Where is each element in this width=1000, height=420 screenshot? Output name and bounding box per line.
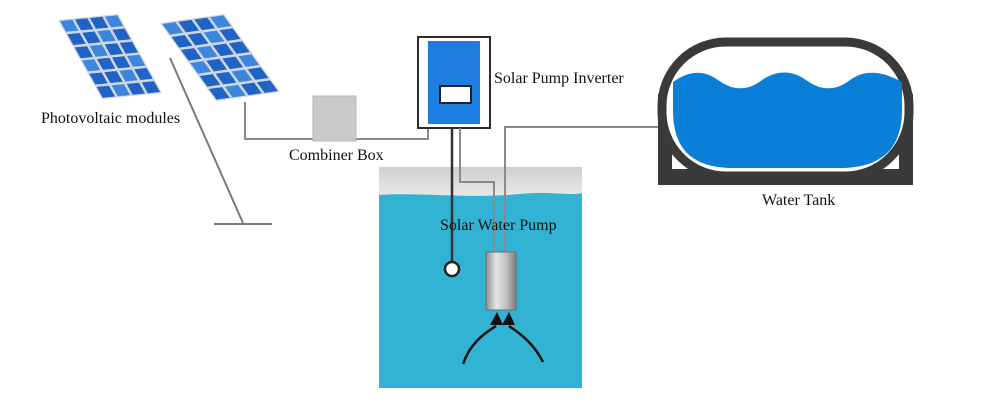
solar-cell (126, 82, 145, 95)
solar-cell (112, 28, 131, 41)
sensor-cable (443, 128, 461, 278)
inverter-display (439, 85, 472, 104)
submersible-pump (485, 251, 517, 311)
solar-panel-right (160, 14, 280, 101)
solar-cell (104, 71, 123, 83)
solar-cell (67, 33, 86, 45)
solar-cell (228, 41, 250, 54)
combiner-box (312, 95, 357, 142)
solar-cell (171, 35, 193, 48)
solar-cell (96, 85, 115, 98)
solar-cell (187, 32, 209, 46)
solar-cell (119, 69, 138, 82)
solar-cell (190, 61, 212, 74)
solar-cell (212, 43, 234, 57)
solar-cell (194, 17, 216, 31)
solar-cell (60, 19, 79, 32)
label-solar-pump-inverter: Solar Pump Inverter (494, 70, 624, 87)
solar-cell (240, 82, 262, 96)
solar-cell (112, 56, 131, 69)
solar-pump-inverter (417, 36, 491, 129)
solar-cell (75, 18, 94, 31)
solar-cell (82, 59, 101, 72)
solar-cell (89, 44, 108, 57)
solar-cell (247, 67, 269, 80)
solar-cell (104, 43, 123, 56)
solar-cell (222, 56, 244, 70)
solar-cell (134, 68, 153, 80)
pump-piping (459, 126, 658, 252)
solar-cell (90, 16, 109, 29)
water-tank (657, 37, 914, 185)
solar-cell (224, 84, 246, 98)
well (379, 167, 582, 388)
water-level-sensor (443, 260, 461, 278)
solar-cell (219, 28, 241, 41)
solar-cell (105, 15, 124, 28)
solar-cell (127, 54, 146, 67)
solar-cell (231, 69, 253, 83)
tank-water (673, 72, 902, 168)
well-water (379, 193, 582, 388)
solar-cell (256, 80, 278, 93)
solar-cell (180, 48, 202, 61)
panel-mount (169, 57, 272, 225)
label-photovoltaic-modules: Photovoltaic modules (41, 110, 181, 127)
solar-cell (141, 81, 160, 94)
solar-cell (97, 57, 116, 70)
label-solar-water-pump: Solar Water Pump (440, 217, 557, 234)
solar-cell (82, 31, 101, 44)
solar-cell (215, 71, 237, 85)
solar-cell (208, 87, 230, 100)
solar-cell (196, 45, 218, 59)
solar-cell (210, 15, 232, 28)
solar-cell (199, 74, 221, 87)
solar-cell (111, 84, 130, 97)
solar-cell (206, 58, 228, 72)
solar-cell (97, 30, 116, 42)
intake-arrows-icon (461, 312, 545, 365)
solar-cell (74, 46, 93, 59)
solar-cell (119, 41, 138, 54)
solar-panel-left (58, 14, 162, 99)
label-combiner-box: Combiner Box (289, 147, 384, 164)
solar-cell (89, 72, 108, 85)
label-water-tank: Water Tank (762, 192, 836, 209)
solar-cell (203, 30, 225, 44)
dc-wiring (244, 102, 429, 140)
solar-cell (178, 19, 200, 33)
solar-cell (238, 54, 260, 67)
solar-cell (162, 22, 184, 35)
